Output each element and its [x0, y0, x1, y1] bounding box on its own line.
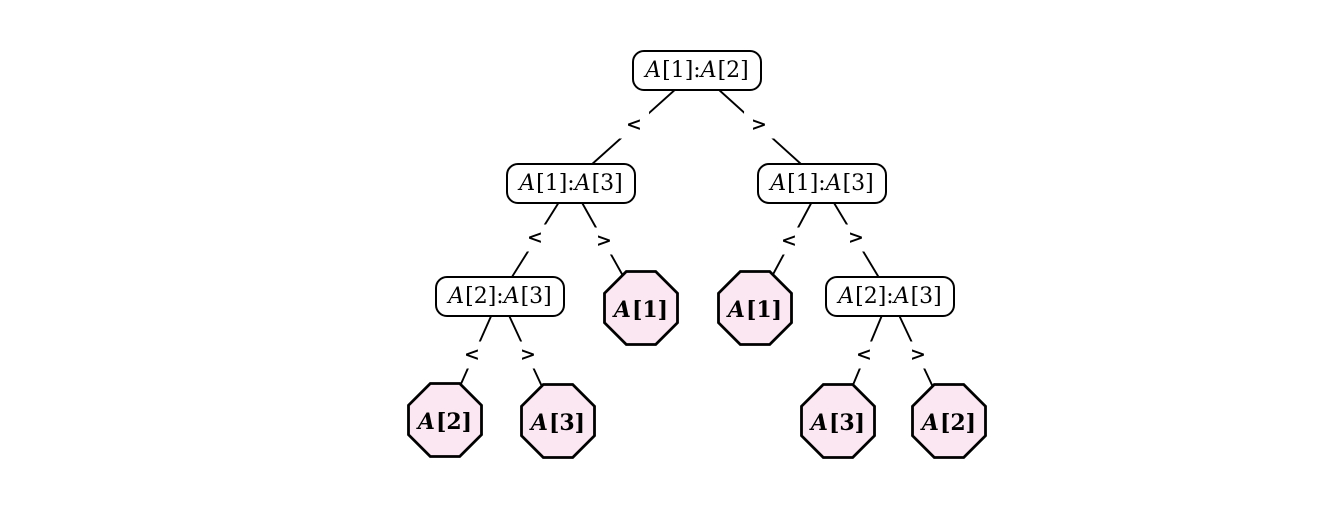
- edge-label-greater: >: [841, 224, 871, 252]
- octagon-shape-icon: [717, 270, 793, 346]
- edge-label-greater: >: [744, 111, 774, 139]
- edge-label-less: <: [849, 341, 879, 369]
- decision-node-left: A[1]:A[3]: [506, 163, 636, 204]
- edge-label-less: <: [520, 224, 550, 252]
- octagon-shape-icon: [800, 383, 876, 459]
- octagon-shape-icon: [911, 383, 987, 459]
- decision-node-label: A[1]:A[2]: [645, 58, 749, 83]
- leaf-node-label: A[2]: [417, 408, 473, 435]
- edge-label-less: <: [774, 227, 804, 255]
- edge-label-less: <: [457, 341, 487, 369]
- decision-node-right-right: A[2]:A[3]: [825, 276, 955, 317]
- leaf-node: A[1]: [717, 270, 793, 346]
- decision-node-root: A[1]:A[2]: [632, 50, 762, 91]
- decision-node-right: A[1]:A[3]: [757, 163, 887, 204]
- edge-label-less: <: [619, 111, 649, 139]
- leaf-node: A[1]: [603, 270, 679, 346]
- octagon-shape-icon: [603, 270, 679, 346]
- decision-node-label: A[2]:A[3]: [838, 284, 942, 309]
- leaf-node-label: A[1]: [727, 296, 783, 323]
- edge-label-greater: >: [513, 341, 543, 369]
- leaf-node: A[2]: [911, 383, 987, 459]
- leaf-node: A[3]: [800, 383, 876, 459]
- decision-node-label: A[1]:A[3]: [519, 171, 623, 196]
- decision-node-left-left: A[2]:A[3]: [435, 276, 565, 317]
- leaf-node: A[3]: [520, 383, 596, 459]
- edge-label-greater: >: [903, 341, 933, 369]
- decision-node-label: A[1]:A[3]: [770, 171, 874, 196]
- leaf-node-label: A[3]: [530, 409, 586, 436]
- leaf-node: A[2]: [407, 382, 483, 458]
- octagon-shape-icon: [407, 382, 483, 458]
- leaf-node-label: A[1]: [613, 296, 669, 323]
- octagon-shape-icon: [520, 383, 596, 459]
- edge-label-greater: >: [589, 227, 619, 255]
- leaf-node-label: A[3]: [810, 409, 866, 436]
- leaf-node-label: A[2]: [921, 409, 977, 436]
- decision-node-label: A[2]:A[3]: [448, 284, 552, 309]
